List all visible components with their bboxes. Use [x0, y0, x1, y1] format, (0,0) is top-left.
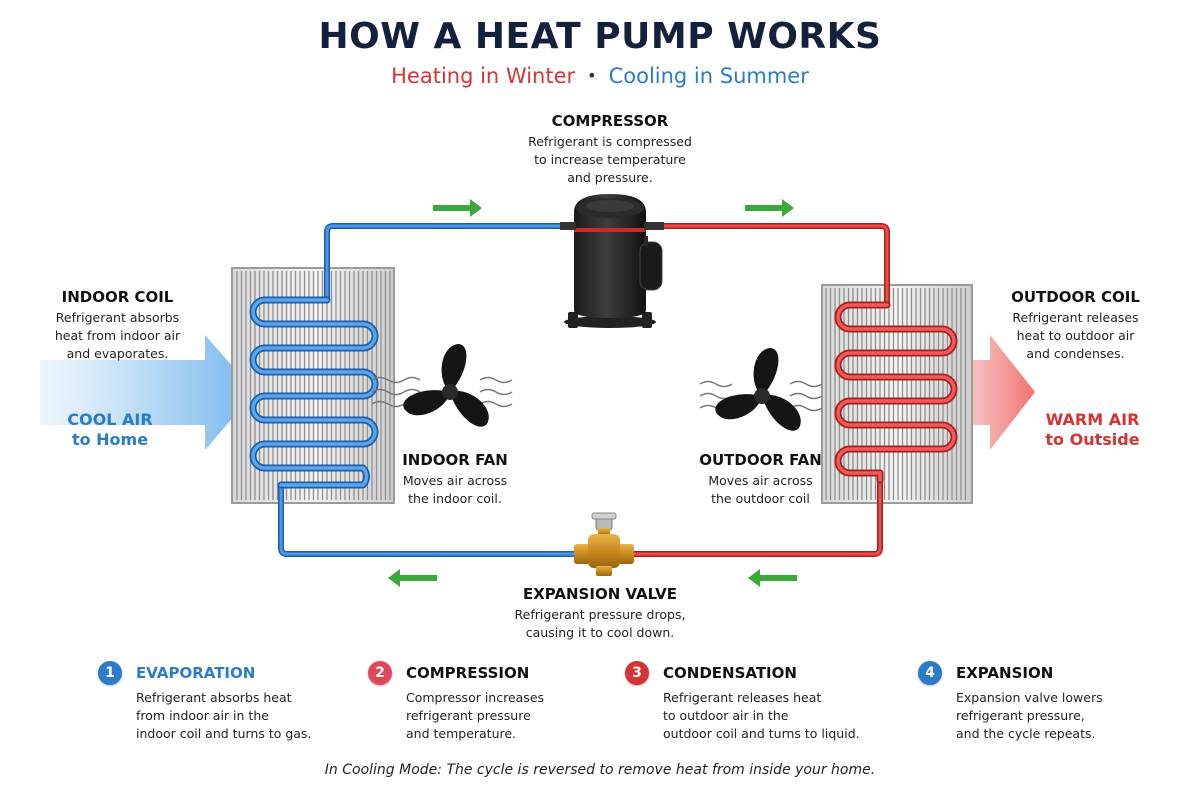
expansion-valve-label: EXPANSION VALVE Refrigerant pressure dro…: [470, 585, 730, 642]
indoor-fan-desc-line: the indoor coil.: [408, 491, 502, 506]
step-desc-line: Expansion valve lowers: [956, 690, 1103, 705]
cool-air-line: COOL AIR: [67, 410, 153, 429]
step-desc-line: refrigerant pressure,: [956, 708, 1085, 723]
indoor-coil-title: INDOOR COIL: [61, 288, 174, 306]
step-number-badge: 3: [625, 661, 649, 685]
page-title: HOW A HEAT PUMP WORKS: [318, 16, 882, 57]
subtitle-separator: •: [587, 66, 597, 85]
outdoor-coil-label: OUTDOOR COIL Refrigerant releases heat t…: [998, 288, 1153, 363]
flow-arrow-icon: [388, 569, 437, 587]
outdoor-coil-desc-line: heat to outdoor air: [1016, 328, 1135, 343]
step-desc-line: Compressor increases: [406, 690, 545, 705]
indoor-coil-desc-line: and evaporates.: [66, 346, 169, 361]
step-desc-line: Refrigerant absorbs heat: [136, 690, 292, 705]
outdoor-fan-title: OUTDOOR FAN: [699, 451, 822, 469]
outdoor-fan-label: OUTDOOR FAN Moves air across the outdoor…: [688, 451, 833, 508]
step-condensation: 3 CONDENSATION Refrigerant releases heat…: [625, 661, 875, 746]
indoor-coil-desc-line: heat from indoor air: [54, 328, 181, 343]
step-compression: 2 COMPRESSION Compressor increases refri…: [368, 661, 618, 746]
step-description: Refrigerant releases heat to outdoor air…: [663, 689, 893, 743]
compressor-desc-line: Refrigerant is compressed: [528, 134, 692, 149]
cool-air-line: to Home: [71, 430, 149, 449]
compressor-desc-line: and pressure.: [567, 170, 653, 185]
step-desc-line: from indoor air in the: [136, 708, 269, 723]
step-desc-line: and temperature.: [406, 726, 517, 741]
compressor-title: COMPRESSOR: [551, 112, 669, 130]
flow-arrow-icon: [433, 199, 482, 217]
outdoor-coil-desc-line: Refrigerant releases: [1012, 310, 1139, 325]
step-description: Refrigerant absorbs heat from indoor air…: [136, 689, 366, 743]
step-expansion: 4 EXPANSION Expansion valve lowers refri…: [918, 661, 1158, 746]
flow-arrow-icon: [745, 199, 794, 217]
step-description: Compressor increases refrigerant pressur…: [406, 689, 636, 743]
indoor-fan-title: INDOOR FAN: [402, 451, 508, 469]
cooling-mode-note: In Cooling Mode: The cycle is reversed t…: [324, 762, 876, 778]
compressor-label: COMPRESSOR Refrigerant is compressed to …: [480, 112, 740, 187]
step-description: Expansion valve lowers refrigerant press…: [956, 689, 1156, 743]
indoor-coil-label: INDOOR COIL Refrigerant absorbs heat fro…: [40, 288, 195, 363]
step-number-badge: 4: [918, 661, 942, 685]
expansion-valve-desc-line: Refrigerant pressure drops,: [514, 607, 686, 622]
warm-air-label: WARM AIR to Outside: [1030, 410, 1155, 450]
outdoor-fan-desc-line: the outdoor coil: [711, 491, 810, 506]
step-title: EXPANSION: [956, 664, 1054, 682]
step-title: CONDENSATION: [663, 664, 797, 682]
warm-air-line: WARM AIR: [1045, 410, 1140, 429]
subtitle-cooling: Cooling in Summer: [608, 64, 809, 88]
expansion-valve-title: EXPANSION VALVE: [522, 585, 678, 603]
outdoor-coil-fins: [821, 284, 973, 504]
step-title: COMPRESSION: [406, 664, 530, 682]
subtitle-heating: Heating in Winter: [391, 64, 576, 88]
outdoor-coil-title: OUTDOOR COIL: [1011, 288, 1140, 306]
step-desc-line: to outdoor air in the: [663, 708, 789, 723]
step-desc-line: indoor coil and turns to gas.: [136, 726, 312, 741]
compressor-desc-line: to increase temperature: [534, 152, 686, 167]
outdoor-fan-icon: [699, 348, 823, 431]
step-desc-line: refrigerant pressure: [406, 708, 531, 723]
step-desc-line: and the cycle repeats.: [956, 726, 1096, 741]
expansion-valve-desc-line: causing it to cool down.: [525, 625, 675, 640]
expansion-valve-icon: [574, 512, 634, 576]
page-subtitle: Heating in Winter • Cooling in Summer: [0, 64, 1200, 88]
step-number-badge: 1: [98, 661, 122, 685]
indoor-fan-icon: [371, 344, 513, 427]
outdoor-fan-desc-line: Moves air across: [708, 473, 813, 488]
cool-air-arrow: [40, 335, 255, 450]
step-number-badge: 2: [368, 661, 392, 685]
step-title: EVAPORATION: [136, 664, 256, 682]
indoor-coil-desc-line: Refrigerant absorbs: [55, 310, 180, 325]
cool-air-label: COOL AIR to Home: [50, 410, 170, 450]
step-evaporation: 1 EVAPORATION Refrigerant absorbs heat f…: [98, 661, 348, 746]
warm-air-line: to Outside: [1045, 430, 1140, 449]
flow-arrow-icon: [748, 569, 797, 587]
compressor-icon: [560, 194, 664, 328]
indoor-fan-desc-line: Moves air across: [402, 473, 508, 488]
step-desc-line: Refrigerant releases heat: [663, 690, 822, 705]
step-desc-line: outdoor coil and turns to liquid.: [663, 726, 860, 741]
outdoor-coil-desc-line: and condenses.: [1026, 346, 1125, 361]
indoor-fan-label: INDOOR FAN Moves air across the indoor c…: [385, 451, 525, 508]
